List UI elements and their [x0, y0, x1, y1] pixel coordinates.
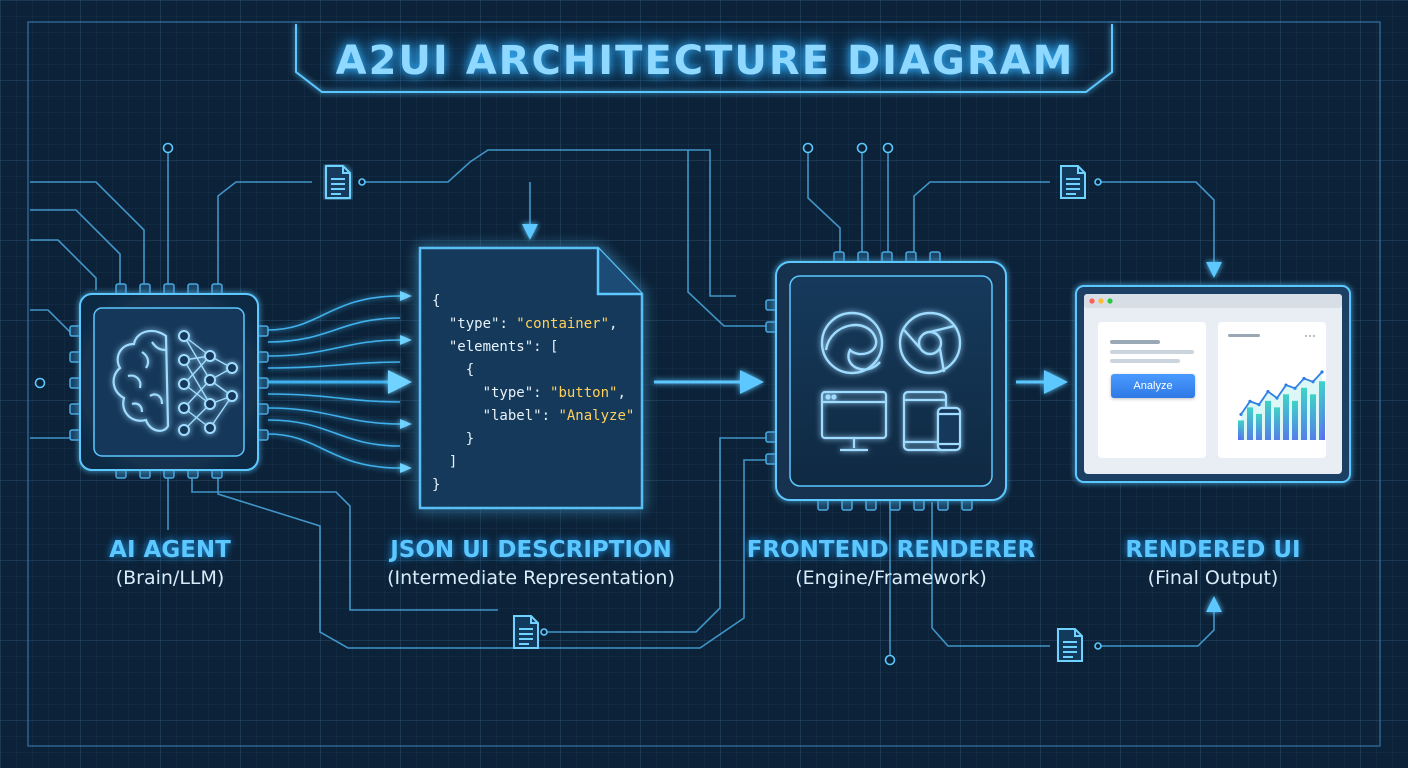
json-key: "type": [448, 316, 500, 332]
trace-nodes: [34, 142, 1102, 666]
json-line: }: [432, 477, 441, 493]
json-line: {: [465, 362, 475, 378]
mini-chart-bar: [1283, 394, 1289, 440]
window-close-dot: [1089, 298, 1095, 304]
json-key: "elements": [448, 339, 534, 355]
mini-chart: [1238, 370, 1325, 440]
json-code-block: { "type": "container", "elements": [ { "…: [432, 293, 635, 493]
frontend-renderer-subtitle: (Engine/Framework): [795, 567, 987, 589]
data-streams: [267, 295, 401, 469]
circuit-traces: [30, 149, 1215, 656]
ai-agent-chip: [69, 283, 269, 479]
mini-chart-bar: [1301, 387, 1307, 440]
mini-chart-bar: [1238, 420, 1244, 440]
outer-frame: [27, 21, 1381, 747]
json-document: [418, 246, 644, 510]
neural-network-icon: [178, 330, 238, 436]
json-key: "label": [482, 408, 542, 424]
frontend-renderer-chip: [765, 251, 1007, 511]
window-minimize-dot: [1098, 298, 1104, 304]
json-key: "type": [482, 385, 534, 401]
arrowheads: [522, 224, 1222, 612]
json-description-subtitle: (Intermediate Representation): [387, 567, 675, 589]
chart-card: [1218, 322, 1326, 458]
mini-chart-bar: [1319, 381, 1325, 440]
arrow-json-to-renderer: [654, 370, 764, 394]
json-string: "Analyze": [558, 408, 635, 424]
phone-icon: [936, 406, 962, 452]
json-line: ]: [448, 454, 458, 470]
document-icon: [1060, 165, 1086, 199]
mini-chart-bar: [1292, 400, 1298, 440]
rendered-ui-title: RENDERED UI: [1125, 537, 1301, 563]
json-line: }: [465, 431, 475, 447]
diagram-title: A2UI ARCHITECTURE DIAGRAM: [335, 38, 1075, 84]
mini-chart-bar: [1310, 394, 1316, 440]
stream-arrows: [388, 291, 412, 473]
edge-browser-icon: [820, 311, 884, 375]
json-string: "button": [550, 385, 618, 401]
mini-chart-bar: [1274, 407, 1280, 440]
monitor-icon: [820, 390, 888, 452]
mini-chart-bar: [1265, 400, 1271, 440]
brain-icon: [112, 329, 170, 432]
mini-chart-bar: [1247, 407, 1253, 440]
json-string: "container": [516, 316, 610, 332]
document-icon: [325, 165, 351, 199]
arrow-renderer-to-ui: [1016, 370, 1068, 394]
rendered-ui-window: [1075, 285, 1351, 483]
ai-agent-subtitle: (Brain/LLM): [115, 567, 225, 589]
title-frame: [295, 24, 1113, 93]
chrome-browser-icon: [898, 311, 962, 375]
mini-chart-trend-area: [1241, 372, 1322, 440]
json-description-title: JSON UI DESCRIPTION: [390, 537, 672, 563]
window-maximize-dot: [1107, 298, 1113, 304]
mini-chart-bar: [1256, 413, 1262, 440]
frontend-renderer-title: FRONTEND RENDERER: [746, 537, 1036, 563]
ai-agent-title: AI AGENT: [109, 537, 231, 563]
analyze-button[interactable]: Analyze: [1111, 374, 1195, 398]
document-icon: [1057, 628, 1083, 662]
rendered-ui-subtitle: (Final Output): [1147, 567, 1279, 589]
json-line: {: [432, 293, 441, 309]
document-icon: [513, 615, 539, 649]
mini-chart-trend-line: [1240, 371, 1323, 415]
